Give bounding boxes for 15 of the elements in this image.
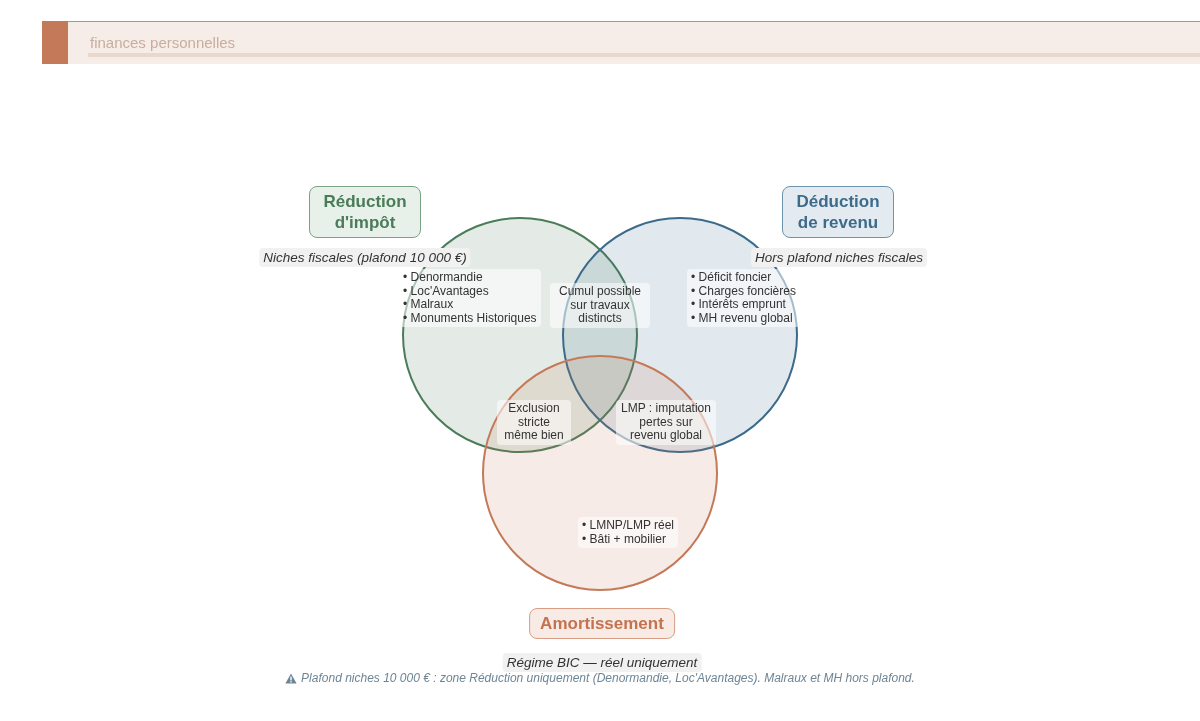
footnote: Plafond niches 10 000 € : zone Réduction uniquement (Denormandie, Loc'Avantages). Malraux et MH hors plafond. [301,671,915,686]
list-item: • Bâti + mobilier [578,532,678,548]
list-item: • LMNP/LMP réel [578,517,678,533]
list-item: • Monuments Historiques [399,311,541,327]
overlap-label: LMP : imputation pertes sur revenu global [616,400,716,445]
subtitle: Niches fiscales (plafond 10 000 €) [259,248,471,267]
subtitle: Régime BIC — réel uniquement [502,653,702,672]
subtitle: Hors plafond niches fiscales [750,248,928,267]
overlap-label: Cumul possible sur travaux distincts [550,283,650,328]
tagline: finances personnelles [90,34,236,52]
list-item: • MH revenu global [687,311,800,327]
category-heading: Amortissement [529,608,675,639]
category-heading: Réduction d'impôt [309,186,421,238]
overlap-label: Exclusion stricte même bien [497,400,571,445]
category-heading: Déduction de revenu [782,186,894,238]
